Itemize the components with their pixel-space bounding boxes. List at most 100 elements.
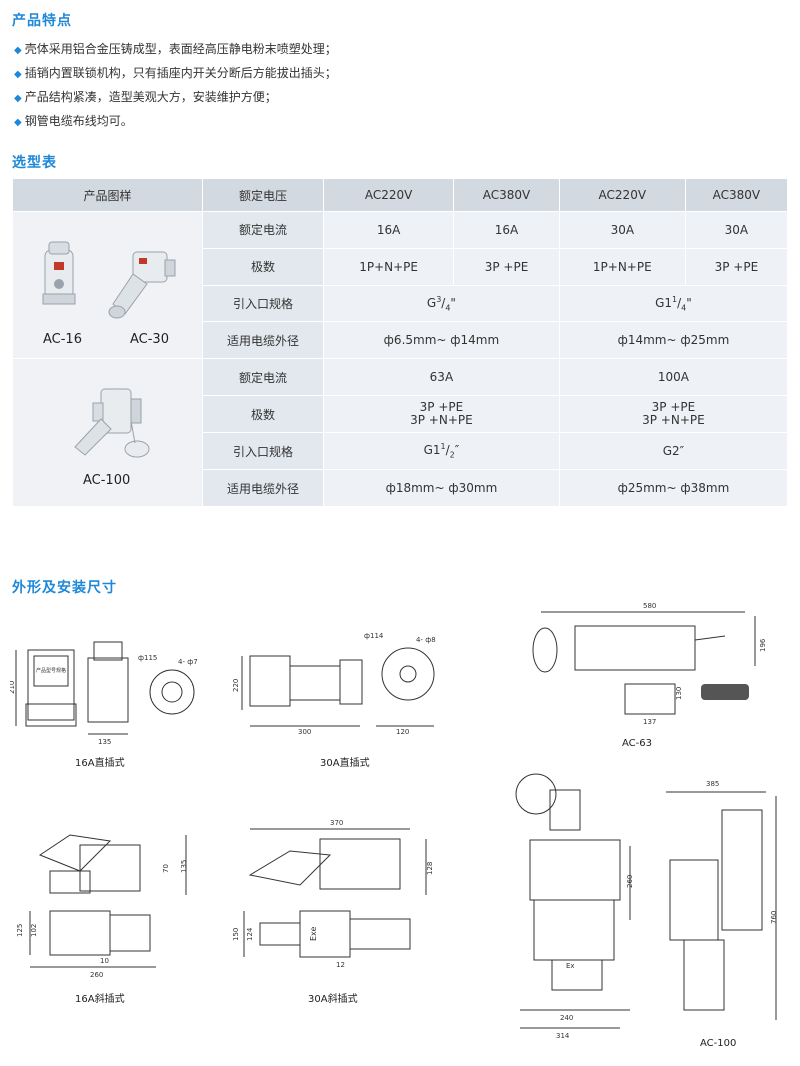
table-cell: G2″ [558, 432, 789, 470]
model-label-ac30: AC-30 [130, 332, 169, 347]
model-label-ac16: AC-16 [43, 332, 82, 347]
dim-label: 240 [560, 1014, 573, 1022]
header-cell: AC380V [684, 178, 789, 212]
table-cell: ф14mm~ ф25mm [558, 321, 789, 359]
dim-label: 300 [298, 728, 311, 736]
table-cell: 16A [322, 211, 455, 249]
table-cell: 3P +PE [453, 247, 560, 286]
drawing-ac100: Ex 385 260 760 240 314 [515, 773, 778, 1040]
dim-label: 314 [556, 1032, 570, 1040]
table-cell: ф6.5mm~ ф14mm [323, 321, 560, 359]
row-label: 引入口规格 [202, 432, 324, 470]
feature-item: ◆钢管电缆布线均可。 [14, 114, 133, 128]
table-cell: G11/4" [558, 284, 789, 323]
ac30-plug-image [108, 251, 176, 319]
table-cell: 63A [323, 358, 560, 396]
dim-label: 150 [232, 928, 240, 941]
dim-label: 128 [426, 862, 434, 875]
header-cell: 额定电压 [202, 178, 324, 212]
drawing-caption: AC-100 [700, 1038, 737, 1049]
diamond-bullet-icon: ◆ [14, 69, 22, 80]
table-cell: 100A [558, 358, 789, 396]
row-label: 极数 [202, 247, 324, 286]
table-row: AC-100 额定电流 63A 100A [12, 358, 789, 507]
dim-label: ф115 [138, 654, 157, 662]
dim-label: 10 [100, 957, 109, 965]
dim-label: 370 [330, 819, 343, 827]
drawing-ac63: 580 196 130 137 [532, 602, 767, 726]
ac16-ac30-product-image [42, 241, 176, 319]
nameplate-label: 产品型号规格 [36, 667, 66, 674]
dim-label: 70 [162, 864, 170, 873]
drawing-30a-oblique: 370 128 150 124 12 Exe [232, 819, 434, 969]
row-label: 适用电缆外径 [202, 321, 324, 359]
drawing-caption: 16A斜插式 [75, 994, 125, 1005]
features-title: 产品特点 [12, 13, 72, 29]
dim-label: 135 [98, 738, 111, 745]
ac100-product-image [74, 388, 150, 458]
table-row: 引入口规格 G3/4" G11/4" [13, 284, 789, 323]
ac100-plug-image [74, 388, 150, 458]
table-row: 引入口规格 G11/2″ G2″ [13, 432, 789, 470]
product-image-cell: AC-16 AC-30 [12, 211, 203, 359]
drawing-caption: 16A直插式 [75, 758, 125, 769]
dim-label: 760 [770, 911, 778, 924]
table-row: 适用电缆外径 ф18mm~ ф30mm ф25mm~ ф38mm [13, 469, 789, 507]
dim-label: 124 [246, 927, 254, 941]
table-cell: 30A [684, 211, 789, 249]
header-cell: 产品图样 [12, 178, 203, 212]
header-cell: AC220V [558, 178, 686, 212]
drawing-caption: 30A斜插式 [308, 994, 358, 1005]
dim-label: 580 [643, 602, 656, 610]
dim-label: 102 [30, 924, 38, 937]
drawing-caption: 30A直插式 [320, 758, 370, 769]
dim-label: 210 [10, 681, 16, 694]
table-cell: 16A [453, 211, 560, 249]
feature-item: ◆产品结构紧凑，造型美观大方，安装维护方便； [14, 90, 277, 104]
table-row: 适用电缆外径 ф6.5mm~ ф14mm ф14mm~ ф25mm [13, 321, 789, 359]
dim-label: ф114 [364, 632, 384, 640]
drawing-16a-oblique: 135 70 125 102 10 260 [16, 834, 188, 979]
dimensions-title: 外形及安装尺寸 [12, 580, 117, 596]
model-label-ac100: AC-100 [83, 473, 131, 488]
dim-label: 260 [90, 971, 103, 979]
dim-label: 12 [336, 961, 345, 969]
features-list: ◆壳体采用铝合金压铸成型，表面经高压静电粉末喷塑处理； ◆插销内置联锁机构，只有… [14, 38, 337, 134]
ac16-plug-image [42, 241, 76, 305]
table-row: AC-16 AC-30 额定电流 16A 16A 30A 30A [12, 211, 789, 359]
header-cell: AC380V [453, 178, 560, 212]
table-cell: 1P+N+PE [322, 247, 455, 286]
table-header-row: 产品图样 额定电压 AC220V AC380V AC220V AC380V [12, 178, 789, 212]
product-image-cell: AC-100 [12, 358, 203, 507]
dim-label: 137 [643, 718, 656, 726]
selection-table: 产品图样 额定电压 AC220V AC380V AC220V AC380V [12, 178, 789, 507]
row-label: 极数 [202, 395, 324, 433]
row-label: 额定电流 [202, 211, 324, 249]
row-label: 额定电流 [202, 358, 324, 396]
table-cell: ф18mm~ ф30mm [323, 469, 560, 507]
drawing-30a-straight: 220 300 120 ф114 4- ф8 [232, 632, 436, 736]
drawing-caption: AC-63 [622, 738, 652, 749]
diamond-bullet-icon: ◆ [14, 117, 22, 128]
header-cell: AC220V [322, 178, 455, 212]
dim-label: 130 [675, 687, 683, 700]
dim-label: 4- ф7 [178, 658, 198, 666]
row-label: 引入口规格 [202, 284, 324, 323]
feature-item: ◆插销内置联锁机构，只有插座内开关分断后方能拔出插头； [14, 66, 337, 80]
dim-label: 220 [232, 679, 240, 692]
feature-item: ◆壳体采用铝合金压铸成型，表面经高压静电粉末喷塑处理； [14, 42, 337, 56]
exe-mark-label: Exe [309, 926, 318, 941]
dim-label: 4- ф8 [416, 636, 436, 644]
drawing-16a-straight: 210 135 ф115 4- ф7 产品型号规格 [10, 641, 198, 745]
dim-label: 196 [759, 638, 767, 652]
dim-label: 385 [706, 780, 719, 788]
selection-title: 选型表 [12, 155, 57, 171]
diamond-bullet-icon: ◆ [14, 93, 22, 104]
dim-label: 120 [396, 728, 409, 736]
table-cell: G11/2″ [323, 432, 560, 470]
table-cell: 1P+N+PE [558, 247, 686, 286]
dim-label: 135 [180, 860, 188, 873]
